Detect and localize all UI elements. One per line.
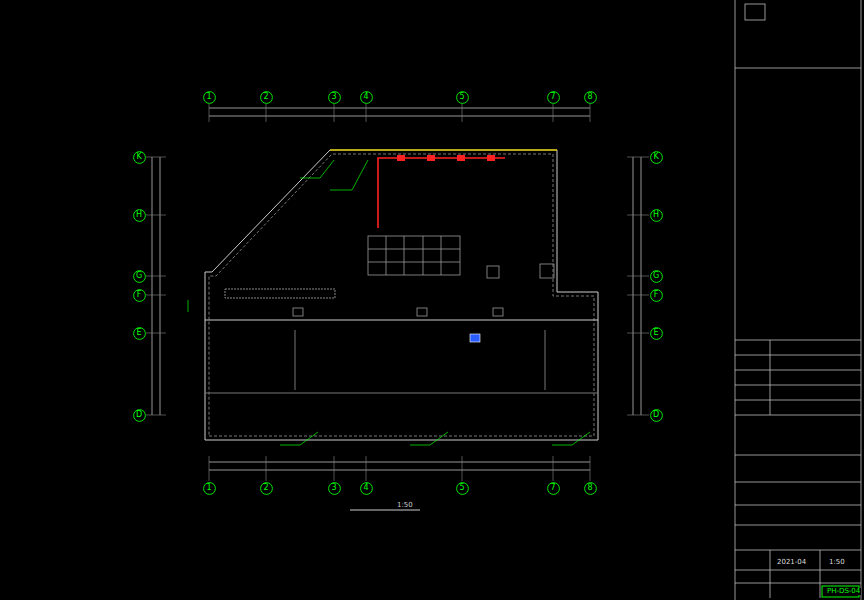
grid-label: 2	[263, 93, 268, 101]
grid-label: E	[653, 329, 658, 337]
grid-label: H	[653, 211, 659, 219]
equipment-grid	[293, 236, 554, 316]
grid-bubble: 8	[584, 482, 597, 495]
grid-bubble: 3	[328, 91, 341, 104]
grid-bubble: F	[650, 289, 663, 302]
grid-bubble: H	[650, 209, 663, 222]
grid-bubble: 3	[328, 482, 341, 495]
grid-bubble: 8	[584, 91, 597, 104]
grid-bubble: H	[133, 209, 146, 222]
grid-bubble: 2	[260, 482, 273, 495]
title-underline	[350, 510, 420, 511]
grid-bubble: 5	[456, 482, 469, 495]
grid-bubble: G	[133, 270, 146, 283]
grid-label: 3	[331, 484, 336, 492]
grid-label: 1	[206, 484, 211, 492]
vent-strip	[225, 289, 335, 298]
grid-label: K	[653, 153, 658, 161]
grid-label: G	[136, 272, 142, 280]
grid-label: 7	[550, 484, 555, 492]
grid-bubble: D	[133, 409, 146, 422]
grid-label: D	[653, 411, 659, 419]
grid-label: 7	[550, 93, 555, 101]
grid-stubs	[146, 104, 649, 481]
grid-label: G	[653, 272, 659, 280]
grid-bubble: 7	[547, 91, 560, 104]
grid-label: 2	[263, 484, 268, 492]
grid-bubble: E	[133, 327, 146, 340]
grid-bubble: 1	[203, 91, 216, 104]
grid-label: H	[136, 211, 142, 219]
grid-bubble: 4	[360, 91, 373, 104]
grid-bubble: E	[650, 327, 663, 340]
title-block	[735, 0, 861, 600]
annotation-text: 1:50	[396, 502, 414, 509]
grid-label: 8	[587, 484, 592, 492]
grid-bubble: K	[650, 151, 663, 164]
grid-label: F	[654, 291, 659, 299]
grid-label: 4	[363, 484, 368, 492]
grid-bubble: 2	[260, 91, 273, 104]
grid-bubble: 7	[547, 482, 560, 495]
grid-label: F	[137, 291, 142, 299]
grid-label: D	[136, 411, 142, 419]
grid-label: 3	[331, 93, 336, 101]
leader-lines	[188, 160, 590, 445]
grid-label: 4	[363, 93, 368, 101]
grid-bubble: 4	[360, 482, 373, 495]
grid-bubble: 5	[456, 91, 469, 104]
annotation-text: 1:50	[828, 559, 846, 566]
grid-bubble: 1	[203, 482, 216, 495]
equipment-icon	[470, 334, 480, 342]
grid-bubble: G	[650, 270, 663, 283]
grid-bubble: D	[650, 409, 663, 422]
grid-label: 8	[587, 93, 592, 101]
dimension-lines	[152, 108, 641, 470]
annotation-text: 2021-04	[776, 559, 807, 566]
grid-bubble: F	[133, 289, 146, 302]
grid-label: E	[136, 329, 141, 337]
annotation-text: PH-DS-04	[826, 588, 861, 595]
grid-bubble: K	[133, 151, 146, 164]
grid-label: 5	[459, 93, 464, 101]
grid-label: K	[136, 153, 141, 161]
parapet-line	[330, 149, 557, 151]
grid-label: 1	[206, 93, 211, 101]
grid-label: 5	[459, 484, 464, 492]
pipe-run	[378, 155, 505, 228]
building-outline	[205, 150, 598, 440]
